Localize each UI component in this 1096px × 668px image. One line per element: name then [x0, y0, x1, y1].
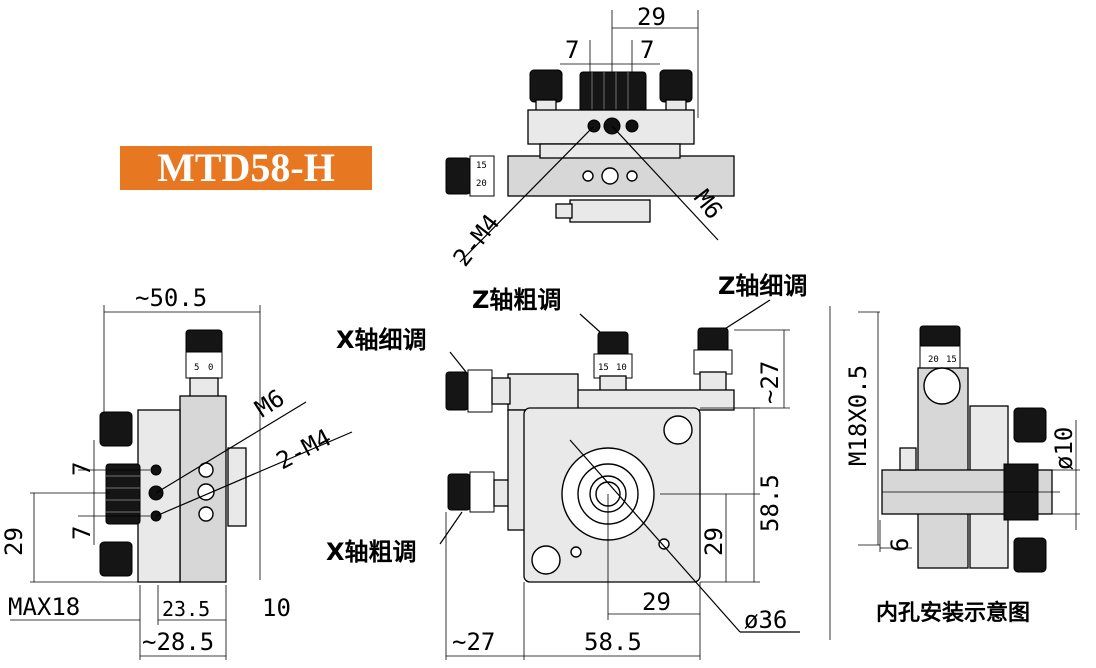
front-dim-29-h: 29	[642, 588, 671, 616]
top-dim-29: 29	[637, 3, 666, 31]
side-dim-29: 29	[0, 527, 28, 556]
side-callout-m6: M6	[250, 384, 289, 423]
side-dim-23-5: 23.5	[162, 597, 210, 621]
model-name: MTD58-H	[157, 145, 335, 190]
front-dim-27-right: ~27	[756, 361, 784, 404]
svg-text:20: 20	[476, 179, 487, 189]
install-dim-bore: ø10	[1050, 427, 1078, 470]
front-dim-diameter: ø36	[744, 606, 787, 634]
front-dim-58-5-v: 58.5	[756, 474, 784, 532]
svg-text:20: 20	[928, 355, 939, 365]
model-badge	[120, 146, 372, 190]
label-x-fine: X轴细调	[336, 326, 427, 354]
top-callout-2m4: 2-M4	[448, 209, 506, 272]
install-view: M18X0.5 20 15 ø10 6 内孔安装示意图	[844, 311, 1080, 626]
top-lower-body	[507, 155, 735, 197]
top-dim-7-left: 7	[565, 36, 579, 64]
install-dim-thread: M18X0.5	[844, 365, 872, 466]
label-z-fine: Z轴细调	[718, 272, 807, 300]
label-z-coarse: Z轴粗调	[472, 286, 561, 314]
top-micrometer-scale	[469, 155, 495, 197]
svg-text:10: 10	[616, 363, 627, 373]
side-dim-7-upper: 7	[68, 462, 96, 476]
top-knob-center	[579, 71, 647, 113]
svg-text:0: 0	[208, 363, 213, 373]
install-caption: 内孔安装示意图	[876, 600, 1030, 626]
front-dim-27-bottom: ~27	[452, 628, 495, 656]
side-dim-10: 10	[262, 594, 291, 622]
front-view: Z轴粗调 Z轴细调 X轴细调 X轴粗调 15 10	[326, 272, 831, 660]
front-dim-29-v: 29	[700, 527, 728, 556]
top-dim-7-right: 7	[640, 36, 654, 64]
label-x-coarse: X轴粗调	[326, 538, 417, 566]
svg-text:15: 15	[946, 355, 957, 365]
front-dim-58-5-h: 58.5	[584, 628, 642, 656]
svg-text:15: 15	[476, 161, 487, 171]
side-callout-2m4: 2-M4	[272, 423, 336, 475]
side-dim-7-lower: 7	[68, 526, 96, 540]
side-micrometer-scale	[185, 351, 223, 379]
side-dim-50-5: ~50.5	[135, 284, 207, 312]
side-dim-28-5: ~28.5	[142, 628, 214, 656]
side-dim-max18: MAX18	[8, 593, 80, 621]
svg-text:5: 5	[194, 363, 199, 373]
svg-text:15: 15	[598, 363, 609, 373]
top-knob-left	[529, 69, 563, 103]
top-view: 29 7 7 15 20 2-M4	[445, 3, 735, 272]
install-dim-6: 6	[886, 538, 914, 552]
top-knob-right	[659, 69, 693, 103]
side-view: ~50.5 5 0 7 7 29 MAX	[0, 284, 353, 660]
